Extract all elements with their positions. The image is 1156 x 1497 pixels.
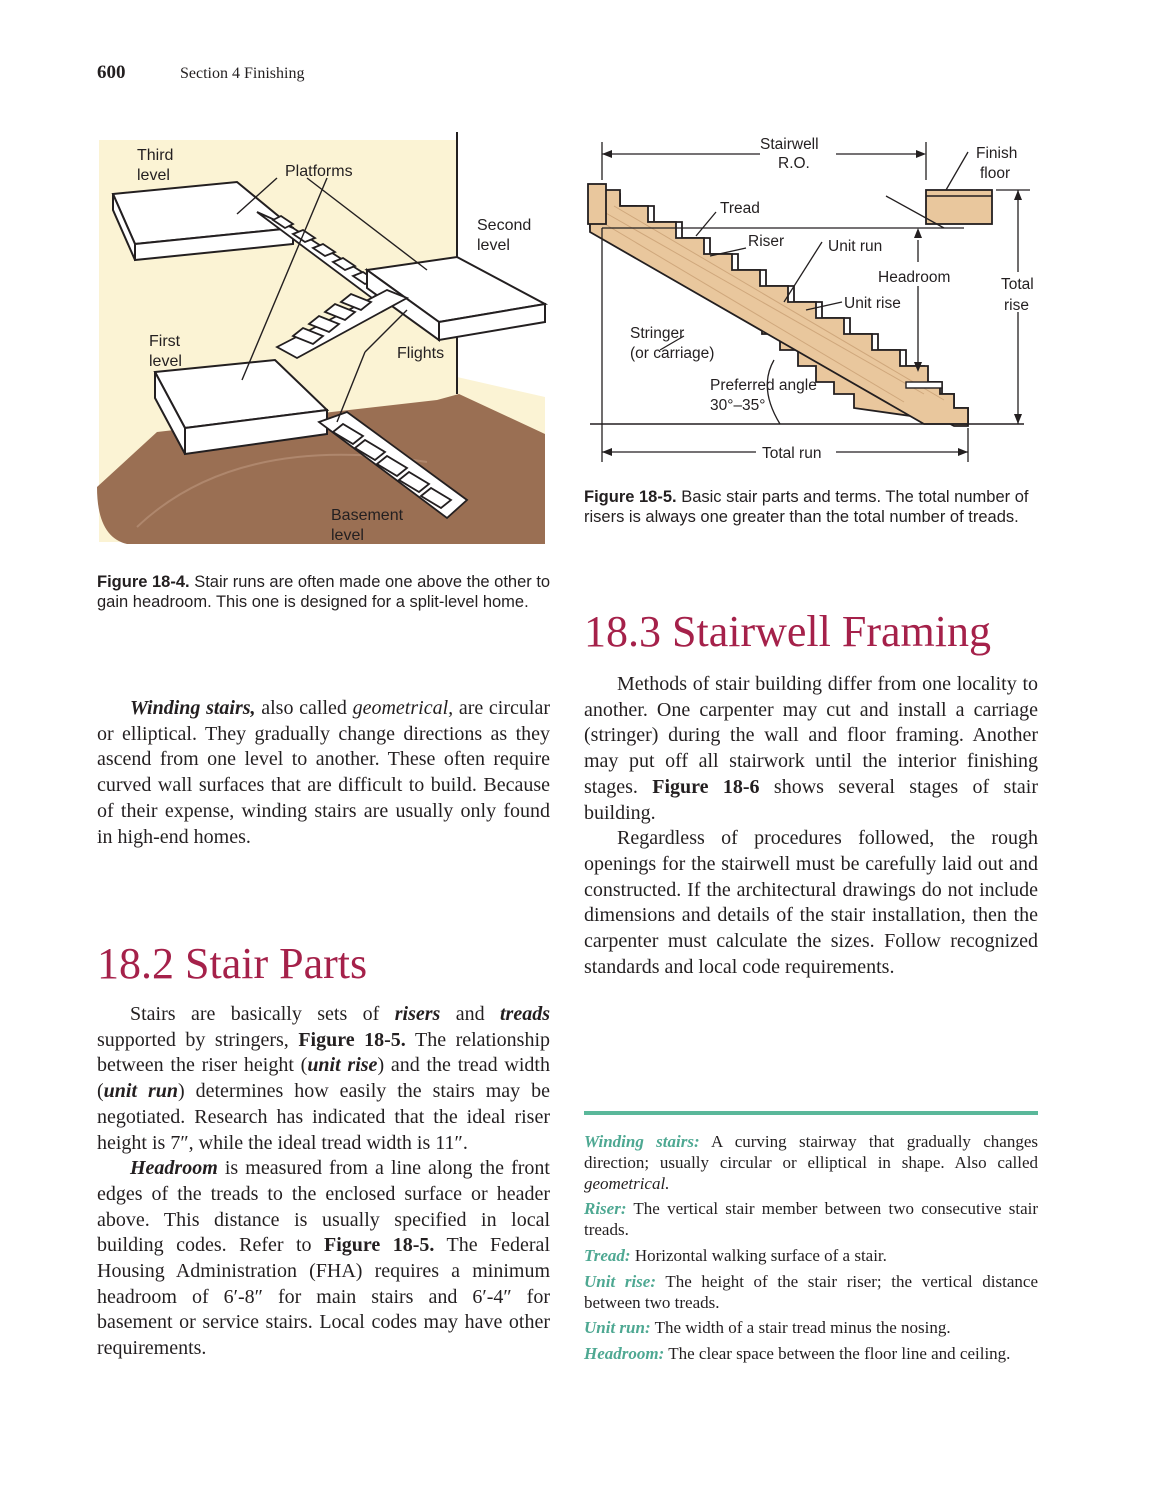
figure-18-5-caption-text: Basic stair parts and terms. The total n… xyxy=(584,488,1029,526)
label-ro: R.O. xyxy=(778,155,810,172)
figure-18-4-label: Figure 18-4. xyxy=(97,573,190,591)
glossary: Winding stairs: A curving stairway that … xyxy=(584,1132,1038,1370)
section-18-3-body: Methods of stair building differ from on… xyxy=(584,672,1038,980)
figure-18-5-label: Figure 18-5. xyxy=(584,488,677,506)
label-basement-level-1: Basement xyxy=(331,507,404,524)
heading-18-2: 18.2 Stair Parts xyxy=(97,939,368,988)
glossary-entry-unit-run: Unit run: The width of a stair tread min… xyxy=(584,1318,951,1338)
label-flights: Flights xyxy=(397,345,444,362)
term-winding-stairs: Winding stairs, xyxy=(130,697,256,719)
label-headroom: Headroom xyxy=(878,269,950,286)
figure-18-5: Stairwell R.O. Finish floor Tread Riser … xyxy=(584,132,1038,472)
glossary-divider xyxy=(584,1111,1038,1115)
glossary-entry-riser: Riser: The vertical stair member between… xyxy=(584,1199,1038,1240)
winding-stairs-paragraph: Winding stairs, also called geometrical,… xyxy=(97,697,550,848)
label-finish: Finish xyxy=(976,145,1017,162)
stair-parts-diagram: Stairwell R.O. Finish floor Tread Riser … xyxy=(587,136,1034,462)
term-geometrical: geometrical, xyxy=(352,697,454,719)
label-floor: floor xyxy=(980,165,1010,182)
label-angle-range: 30°–35° xyxy=(710,397,766,414)
figure-18-4: Third level Platforms Second level First… xyxy=(97,132,557,552)
label-platforms: Platforms xyxy=(285,163,353,180)
framing-paragraph-1: Methods of stair building differ from on… xyxy=(584,673,1038,824)
figure-18-4-caption: Figure 18-4. Stair runs are often made o… xyxy=(97,572,551,612)
glossary-entry-unit-rise: Unit rise: The height of the stair riser… xyxy=(584,1271,1039,1312)
label-unit-rise: Unit rise xyxy=(844,295,901,312)
label-first-level-2: level xyxy=(149,353,182,370)
figure-18-5-caption: Figure 18-5. Basic stair parts and terms… xyxy=(584,487,1038,527)
stair-parts-paragraph-2: Headroom is measured from a line along t… xyxy=(97,1157,550,1360)
label-rise: rise xyxy=(1004,297,1029,314)
figure-18-4-caption-text: Stair runs are often made one above the … xyxy=(97,573,551,611)
label-first-level-1: First xyxy=(149,333,181,350)
label-second-level-2: level xyxy=(477,237,510,254)
page-number: 600 xyxy=(97,62,126,83)
label-preferred-angle: Preferred angle xyxy=(710,377,817,394)
label-stringer: Stringer xyxy=(630,325,684,342)
framing-paragraph-2: Regardless of procedures followed, the r… xyxy=(584,827,1038,978)
glossary-entry-winding-stairs: Winding stairs: A curving stairway that … xyxy=(584,1132,1039,1193)
heading-18-3: 18.3 Stairwell Framing xyxy=(584,607,991,656)
label-basement-level-2: level xyxy=(331,527,364,544)
label-riser: Riser xyxy=(748,233,784,250)
stair-parts-paragraph-1: Stairs are basically sets of risers and … xyxy=(97,1003,551,1154)
label-third-level-1: Third xyxy=(137,147,173,164)
glossary-entry-tread: Tread: Horizontal walking surface of a s… xyxy=(584,1245,887,1265)
label-stairwell: Stairwell xyxy=(760,136,819,153)
label-third-level-2: level xyxy=(137,167,170,184)
label-or-carriage: (or carriage) xyxy=(630,345,714,362)
section-18-2-body: Stairs are basically sets of risers and … xyxy=(97,1002,550,1362)
glossary-entry-headroom: Headroom: The clear space between the fl… xyxy=(584,1344,1011,1364)
label-tread: Tread xyxy=(720,200,760,217)
section-title: Section 4 Finishing xyxy=(180,65,305,82)
label-total: Total xyxy=(1001,276,1034,293)
label-unit-run: Unit run xyxy=(828,238,882,255)
label-second-level-1: Second xyxy=(477,217,531,234)
page-header: 600 Section 4 Finishing xyxy=(97,62,304,84)
label-total-run: Total run xyxy=(762,445,821,462)
stair-runs-illustration: Third level Platforms Second level First… xyxy=(97,132,549,544)
